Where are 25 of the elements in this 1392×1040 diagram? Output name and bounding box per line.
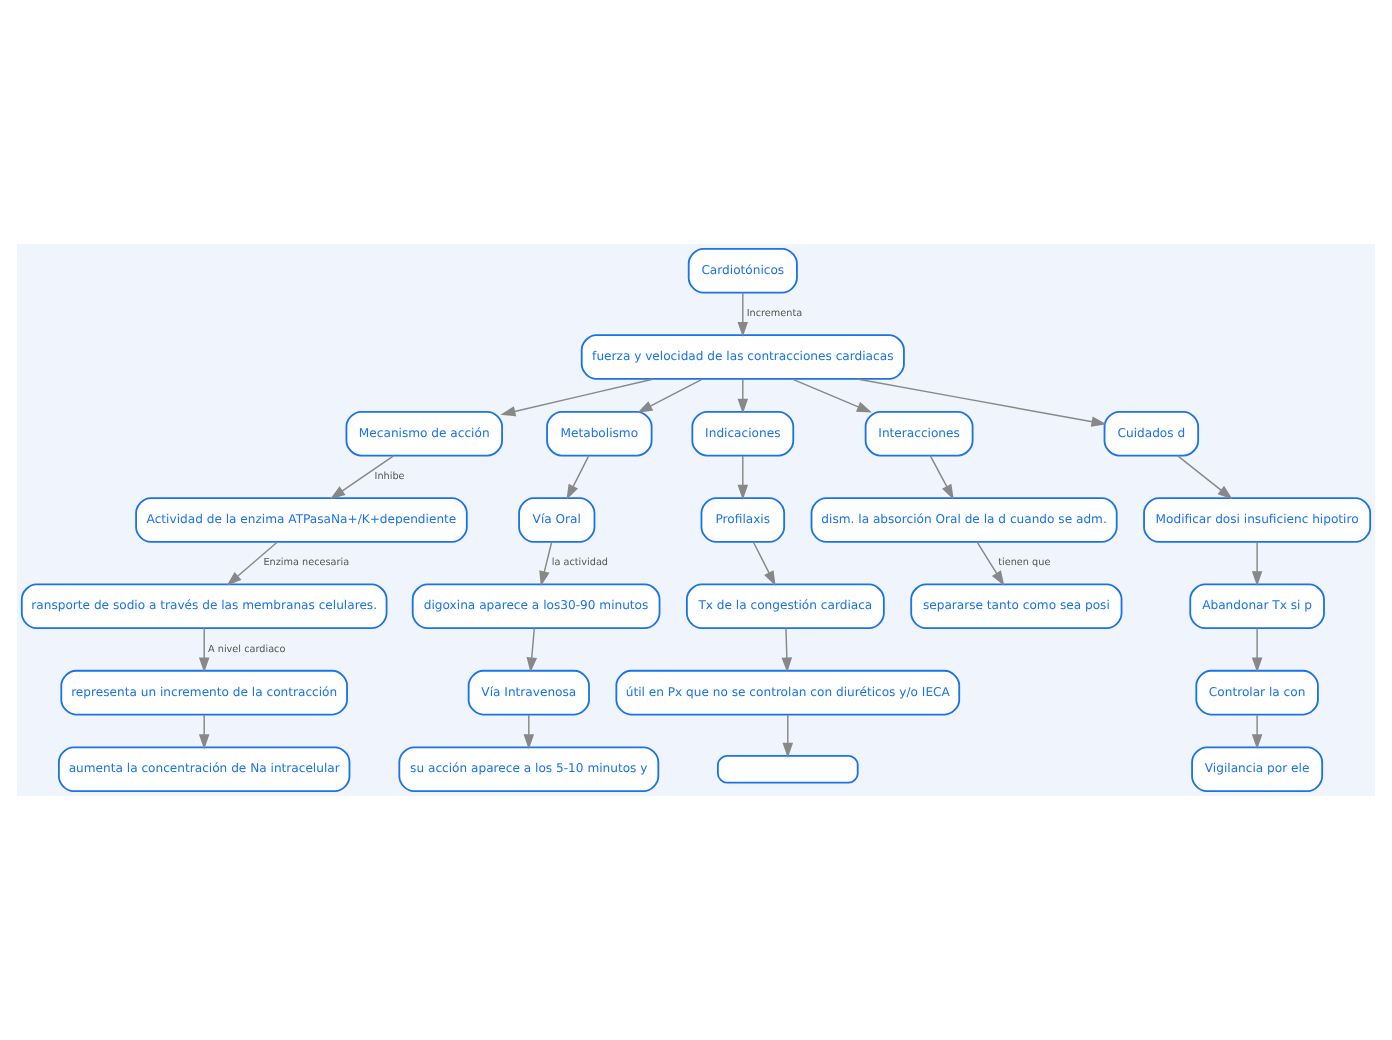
arrow xyxy=(500,378,655,417)
arrow xyxy=(1176,454,1233,500)
arrow xyxy=(737,454,749,500)
arrow xyxy=(781,627,793,673)
arrow xyxy=(782,714,794,758)
arrow xyxy=(637,378,704,413)
arrow xyxy=(976,541,1005,586)
arrow xyxy=(929,454,954,500)
arrow xyxy=(791,378,872,413)
arrow xyxy=(198,627,210,673)
arrow xyxy=(856,378,1107,427)
arrow xyxy=(752,541,776,586)
arrow xyxy=(330,454,395,500)
arrow xyxy=(523,714,535,750)
arrow xyxy=(737,291,749,337)
arrow xyxy=(198,714,210,750)
arrow xyxy=(526,627,538,673)
arrow xyxy=(737,378,749,414)
node-box xyxy=(717,754,859,784)
arrow xyxy=(226,541,279,586)
arrow xyxy=(1251,627,1263,673)
arrow xyxy=(566,454,590,500)
arrow xyxy=(539,541,553,587)
arrow xyxy=(1251,714,1263,750)
arrow xyxy=(1251,541,1263,587)
